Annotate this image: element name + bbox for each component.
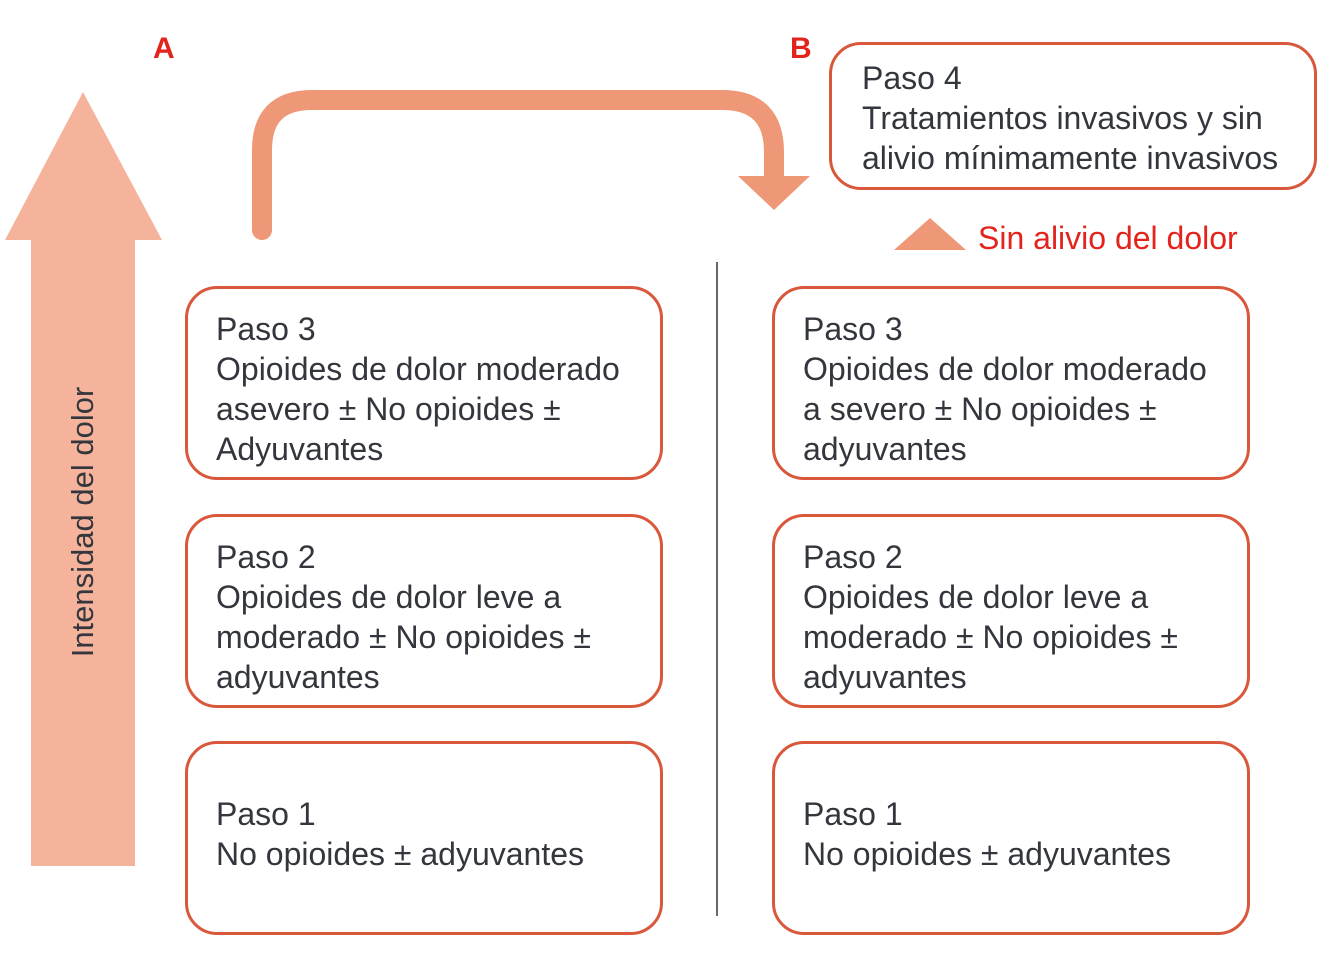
step-text-line: moderado ± No opioides ± <box>803 619 1178 655</box>
transition-curve-arrow <box>252 90 784 240</box>
step-title: Paso 2 <box>216 539 316 575</box>
step-text-line: adyuvantes <box>216 659 380 695</box>
panel-b-step-2-box: Paso 2 Opioides de dolor leve a moderado… <box>772 514 1250 708</box>
step-text-line: adyuvantes <box>803 431 967 467</box>
intensity-axis-label: Intensidad del dolor <box>65 386 100 658</box>
panel-b-step-4-box: Paso 4 Tratamientos invasivos y sin aliv… <box>829 42 1317 190</box>
panel-a-step-2-box: Paso 2 Opioides de dolor leve a moderado… <box>185 514 663 708</box>
panel-b-step-3-box: Paso 3 Opioides de dolor moderado a seve… <box>772 286 1250 480</box>
step-text-line: Adyuvantes <box>216 431 384 467</box>
transition-arrowhead <box>738 176 810 210</box>
step-text-line: moderado ± No opioides ± <box>216 619 591 655</box>
no-relief-label: Sin alivio del dolor <box>978 220 1238 256</box>
step-text-line: No opioides ± adyuvantes <box>216 836 585 872</box>
panel-a-step-3-box: Paso 3 Opioides de dolor moderado asever… <box>185 286 663 480</box>
step-title: Paso 1 <box>216 796 316 832</box>
step-title: Paso 4 <box>862 60 962 96</box>
panel-a-step-1-box: Paso 1 No opioides ± adyuvantes <box>185 741 663 935</box>
step-text-line: alivio mínimamente invasivos <box>862 140 1279 176</box>
step-title: Paso 1 <box>803 796 903 832</box>
step-text-line: adyuvantes <box>803 659 967 695</box>
step-text-line: Opioides de dolor leve a <box>216 579 562 615</box>
panel-b-label: B <box>790 32 812 65</box>
step-text-line: a severo ± No opioides ± <box>803 391 1157 427</box>
step-text-line: No opioides ± adyuvantes <box>803 836 1172 872</box>
step-text-line: Opioides de dolor leve a <box>803 579 1149 615</box>
panel-b-step-1-box: Paso 1 No opioides ± adyuvantes <box>772 741 1250 935</box>
step-title: Paso 3 <box>216 311 316 347</box>
step-text-line: Opioides de dolor moderado <box>803 351 1207 387</box>
step-title: Paso 2 <box>803 539 903 575</box>
panel-a-label: A <box>153 32 175 65</box>
no-relief-triangle-icon <box>894 218 966 250</box>
step-text-line: asevero ± No opioides ± <box>216 391 561 427</box>
step-text-line: Opioides de dolor moderado <box>216 351 620 387</box>
step-text-line: Tratamientos invasivos y sin <box>862 100 1263 136</box>
step-title: Paso 3 <box>803 311 903 347</box>
intensity-arrow <box>5 92 162 866</box>
